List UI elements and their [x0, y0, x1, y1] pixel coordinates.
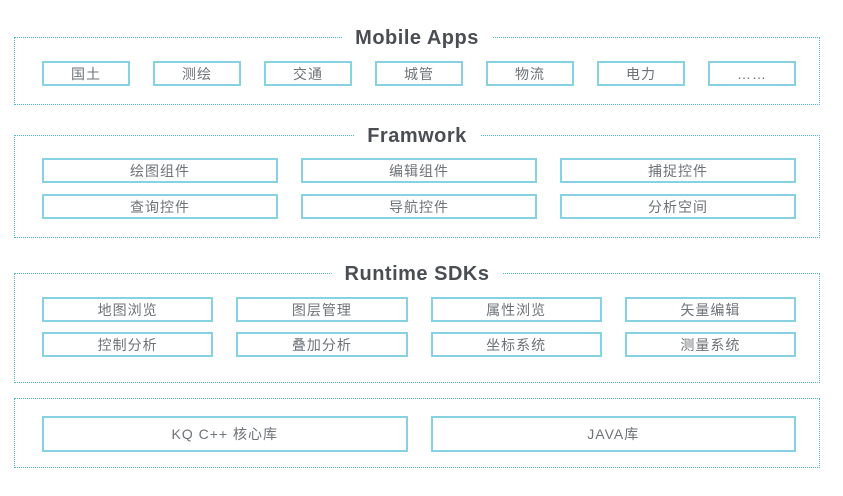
section-runtime-sdks: Runtime SDKs 地图浏览 图层管理 属性浏览 矢量编辑 控制分析 叠加…	[14, 263, 820, 383]
sdk-box: 地图浏览	[42, 297, 214, 322]
section-title-framework: Framwork	[354, 125, 480, 147]
section-title-mobile-apps: Mobile Apps	[342, 27, 492, 49]
sdk-box: 测量系统	[624, 332, 796, 357]
app-box: 电力	[597, 61, 685, 86]
section-mobile-apps: Mobile Apps 国土 测绘 交通 城管 物流 电力 ……	[14, 27, 820, 105]
sdk-box: 叠加分析	[236, 332, 408, 357]
component-box: 编辑组件	[301, 158, 537, 183]
framework-row-1: 绘图组件 编辑组件 捕捉控件	[42, 158, 796, 183]
library-box-java: JAVA库	[430, 416, 796, 452]
component-box: 绘图组件	[42, 158, 278, 183]
component-box: 导航控件	[301, 194, 537, 219]
core-libraries-row: KQ C++ 核心库 JAVA库	[42, 416, 796, 452]
library-box-kq-cpp: KQ C++ 核心库	[42, 416, 408, 452]
component-box: 捕捉控件	[560, 158, 796, 183]
component-box: 查询控件	[42, 194, 278, 219]
sdk-box: 图层管理	[236, 297, 408, 322]
sdk-box: 控制分析	[42, 332, 214, 357]
mobile-apps-row: 国土 测绘 交通 城管 物流 电力 ……	[42, 61, 796, 86]
sdk-box: 属性浏览	[430, 297, 602, 322]
framework-row-2: 查询控件 导航控件 分析空间	[42, 194, 796, 219]
app-box: 交通	[264, 61, 352, 86]
app-box: 物流	[486, 61, 574, 86]
section-core-libraries: KQ C++ 核心库 JAVA库	[14, 398, 820, 468]
section-title-runtime-sdks: Runtime SDKs	[331, 263, 503, 285]
app-box: 城管	[375, 61, 463, 86]
app-box: 测绘	[153, 61, 241, 86]
sdk-box: 矢量编辑	[624, 297, 796, 322]
component-box: 分析空间	[560, 194, 796, 219]
section-framework: Framwork 绘图组件 编辑组件 捕捉控件 查询控件 导航控件 分析空间	[14, 125, 820, 238]
runtime-sdks-row-2: 控制分析 叠加分析 坐标系统 测量系统	[42, 332, 796, 357]
sdk-box: 坐标系统	[430, 332, 602, 357]
app-box: 国土	[42, 61, 130, 86]
app-box-ellipsis: ……	[708, 61, 796, 86]
runtime-sdks-row-1: 地图浏览 图层管理 属性浏览 矢量编辑	[42, 297, 796, 322]
